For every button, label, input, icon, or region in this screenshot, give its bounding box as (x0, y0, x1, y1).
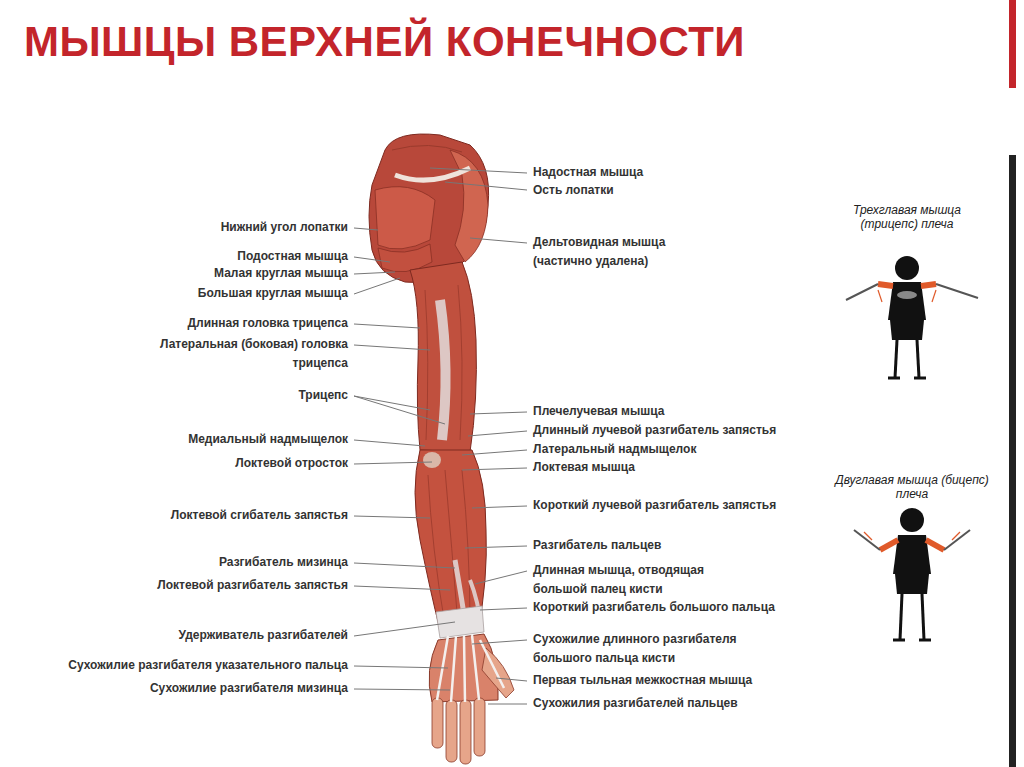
part-label: Трицепс (298, 386, 348, 405)
part-label: Первая тыльная межкостная мышца (533, 671, 752, 690)
part-label: Разгибатель мизинца (219, 553, 348, 572)
part-label: Подостная мышца (237, 247, 348, 266)
part-label: Сухожилие длинного разгибателя большого … (533, 630, 783, 668)
part-label: Сухожилие разгибателя мизинца (150, 679, 348, 698)
part-label: Сухожилия разгибателей пальцев (533, 694, 738, 713)
part-label: Локтевая мышца (533, 458, 635, 477)
part-label: Локтевой отросток (235, 454, 348, 473)
part-label: Нижний угол лопатки (221, 218, 348, 237)
part-label: Короткий лучевой разгибатель запястья (533, 496, 776, 515)
part-label: Латеральный надмыщелок (533, 440, 696, 459)
part-label: Латеральная (боковая) головка трицепса (158, 335, 348, 373)
page-title: МЫШЦЫ ВЕРХНЕЙ КОНЕЧНОСТИ (24, 18, 745, 66)
part-label: Длинный лучевой разгибатель запястья (533, 421, 776, 440)
part-label: Локтевой разгибатель запястья (157, 576, 348, 595)
part-label: Короткий разгибатель большого пальца (533, 598, 775, 617)
part-label: Ость лопатки (533, 181, 614, 200)
part-label: Разгибатель пальцев (533, 536, 661, 555)
part-label: Плечелучевая мышца (533, 402, 664, 421)
part-label: Малая круглая мышца (214, 264, 348, 283)
part-label: Большая круглая мышца (198, 284, 348, 303)
part-label: Надостная мышца (533, 163, 643, 182)
figure-caption: Трехглавая мышца (трицепс) плеча (847, 203, 967, 231)
part-label: Удерживатель разгибателей (179, 626, 348, 645)
part-label: Длинная мышца, отводящая большой палец к… (533, 561, 748, 599)
part-label: Локтевой сгибатель запястья (171, 506, 348, 525)
part-label: Медиальный надмыщелок (188, 430, 348, 449)
part-label: Сухожилие разгибателя указательного паль… (68, 656, 348, 675)
part-label: Длинная головка трицепса (188, 314, 349, 333)
figure-caption: Двуглавая мышца (бицепс) плеча (827, 473, 997, 501)
part-label: Дельтовидная мышца (частично удалена) (533, 233, 683, 271)
